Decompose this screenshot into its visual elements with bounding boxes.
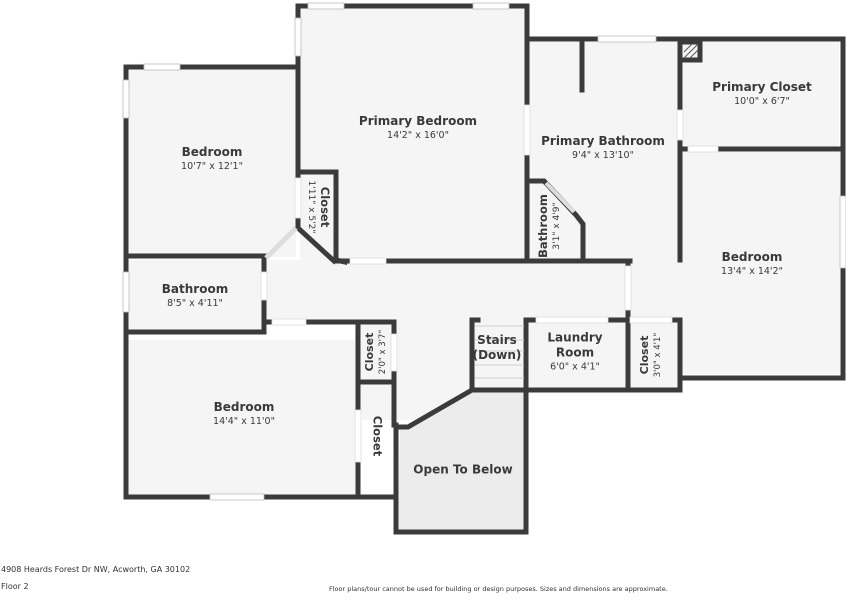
disclaimer: Floor plans/tour cannot be used for buil… xyxy=(329,585,668,593)
door-openings xyxy=(260,104,719,463)
room-name: Open To Below xyxy=(413,462,513,477)
room-dims: 3'1" x 4'9" xyxy=(552,202,562,250)
room-open-below: Open To Below xyxy=(413,463,512,478)
hatched-chase xyxy=(683,43,699,59)
room-name: Bathroom xyxy=(161,282,229,296)
room-dims: 8'5" x 4'11" xyxy=(167,298,223,309)
room-primary-bathroom: Primary Bathroom 9'4" x 13'10" xyxy=(541,134,665,162)
room-stairs: Stairs (Down) xyxy=(473,333,522,363)
room-bedroom-e: Bedroom 13'4" x 14'2" xyxy=(721,250,783,278)
room-closet-4: Closet 3'0" x 4'1" xyxy=(637,333,665,378)
room-dims: 3'0" x 4'1" xyxy=(653,332,663,378)
room-name: Closet xyxy=(370,415,385,457)
room-name-line1: Laundry xyxy=(547,330,603,345)
room-closet-small: Closet 1'11" x 5'2" xyxy=(304,181,332,234)
room-name: Bathroom xyxy=(536,194,550,258)
room-bedroom-nw: Bedroom 10'7" x 12'1" xyxy=(181,145,243,173)
room-dims: 1'11" x 5'2" xyxy=(306,180,316,234)
room-primary-closet: Primary Closet 10'0" x 6'7" xyxy=(712,80,812,108)
room-bedroom-sw: Bedroom 14'4" x 11'0" xyxy=(213,400,275,428)
room-name: Closet xyxy=(363,332,376,372)
room-dims: 9'4" x 13'10" xyxy=(572,150,634,161)
room-name: Bedroom xyxy=(213,400,275,414)
room-name: Primary Closet xyxy=(712,80,812,94)
room-closet-2: Closet 2'0" x 3'7" xyxy=(362,330,390,375)
room-dims: 10'0" x 6'7" xyxy=(734,96,790,107)
room-name: Bedroom xyxy=(181,145,243,159)
room-dims: 2'0" x 3'7" xyxy=(378,329,388,375)
stair-treads xyxy=(475,325,524,379)
floor-label: Floor 2 xyxy=(1,582,29,591)
floor-fills xyxy=(128,8,840,495)
room-name: Primary Bathroom xyxy=(541,134,665,148)
room-bathroom-w: Bathroom 8'5" x 4'11" xyxy=(162,282,228,310)
room-name: Bedroom xyxy=(721,250,783,264)
room-name-line1: Stairs xyxy=(477,333,517,347)
room-dims: 13'4" x 14'2" xyxy=(721,266,783,277)
open-to-below-area xyxy=(398,392,524,530)
room-name: Closet xyxy=(638,335,651,375)
room-primary-bedroom: Primary Bedroom 14'2" x 16'0" xyxy=(359,114,477,142)
room-name: Primary Bedroom xyxy=(358,114,478,128)
diagonal-door xyxy=(264,226,298,260)
room-dims: 6'0" x 4'1" xyxy=(550,361,600,373)
room-closet-3: Closet xyxy=(370,416,385,456)
room-name-line2: Room xyxy=(555,345,595,360)
windows xyxy=(122,2,846,501)
room-dims: 14'4" x 11'0" xyxy=(213,416,275,427)
room-bathroom-small: Bathroom 3'1" x 4'9" xyxy=(536,194,564,258)
room-laundry: Laundry Room 6'0" x 4'1" xyxy=(547,331,602,374)
diagonal-door-bath xyxy=(544,181,576,214)
room-dims: 10'7" x 12'1" xyxy=(181,161,243,172)
room-name-line2: (Down) xyxy=(472,348,522,362)
room-name: Closet xyxy=(318,186,332,228)
address: 4908 Heards Forest Dr NW, Acworth, GA 30… xyxy=(1,565,191,574)
room-dims: 14'2" x 16'0" xyxy=(387,130,449,141)
